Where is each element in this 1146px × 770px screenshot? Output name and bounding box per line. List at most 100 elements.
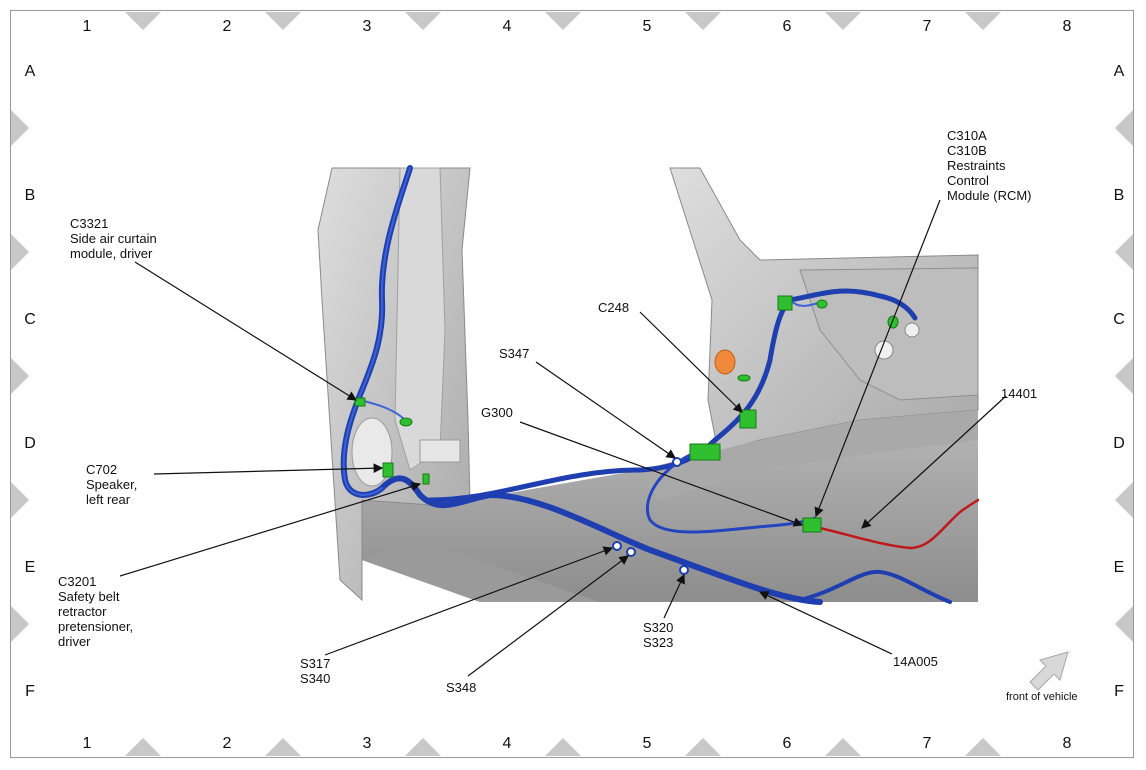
column-label: 1	[83, 735, 92, 752]
connector-c3321	[354, 397, 366, 407]
row-label: F	[25, 683, 35, 700]
callout-line: S347	[499, 346, 529, 361]
splice-markers	[612, 457, 689, 575]
callout-line: C702	[86, 462, 117, 477]
callout-line: Restraints	[947, 158, 1006, 173]
callout-line: module, driver	[70, 246, 153, 261]
callout-line: driver	[58, 634, 91, 649]
panel-hole	[904, 322, 920, 338]
callout-line: 14A005	[893, 654, 938, 669]
callout-s320: S320 S323	[643, 620, 673, 650]
callout-line: C3201	[58, 574, 96, 589]
splice-s347	[672, 457, 682, 467]
column-label: 3	[363, 735, 372, 752]
splice-s348	[626, 547, 636, 557]
connector-c702	[382, 462, 394, 478]
callout-line: Speaker,	[86, 477, 137, 492]
rear-panel-inner	[799, 267, 979, 401]
connector-c3201	[422, 473, 430, 485]
row-label: E	[1114, 559, 1125, 576]
row-label: C	[1113, 311, 1125, 328]
callout-line: S317	[300, 656, 330, 671]
leader-g300	[519, 421, 804, 527]
column-label: 5	[643, 18, 652, 35]
grid-row-labels-left: A B C D E F	[24, 63, 36, 700]
connector-rear-small	[816, 299, 828, 309]
grid-markers	[11, 12, 1133, 756]
callout-line: pretensioner,	[58, 619, 133, 634]
column-label: 8	[1063, 735, 1072, 752]
grid-row-labels-right: A B C D E F	[1113, 63, 1125, 700]
pillar-opening	[419, 439, 461, 463]
callout-14401: 14401	[1001, 386, 1037, 401]
leader-c3201	[119, 481, 422, 577]
callout-c248: C248	[598, 300, 629, 315]
leader-c3321	[134, 261, 358, 401]
callout-line: C310A	[947, 128, 987, 143]
callout-line: Side air curtain	[70, 231, 157, 246]
harness-pillar-highlight	[342, 167, 411, 496]
leader-c248	[639, 311, 743, 413]
leader-c310	[814, 199, 941, 518]
column-label: 6	[783, 18, 792, 35]
row-label: D	[24, 435, 36, 452]
connector-c3321-mate	[399, 417, 413, 427]
connector-c310	[802, 517, 822, 533]
connector-rear	[777, 295, 793, 311]
row-label: F	[1114, 683, 1124, 700]
leader-s348	[467, 555, 629, 677]
splice-s317	[612, 541, 622, 551]
callout-line: Safety belt	[58, 589, 120, 604]
connector-c248	[739, 409, 757, 429]
column-label: 5	[643, 735, 652, 752]
vehicle-body-illustration	[317, 167, 979, 602]
callout-s317: S317 S340	[300, 656, 330, 686]
callout-line: Control	[947, 173, 989, 188]
leader-14a005	[758, 591, 893, 655]
connector-lead	[737, 374, 751, 382]
column-label: 6	[783, 735, 792, 752]
column-label: 1	[83, 18, 92, 35]
callout-line: left rear	[86, 492, 131, 507]
callout-g300: G300	[481, 405, 513, 420]
callout-line: C310B	[947, 143, 987, 158]
leader-lines	[119, 199, 1007, 677]
row-label: E	[25, 559, 36, 576]
column-label: 7	[923, 735, 932, 752]
callout-line: G300	[481, 405, 513, 420]
harness-floor-right	[798, 569, 952, 604]
callout-14a005: 14A005	[893, 654, 938, 669]
connector-rear-small	[887, 315, 899, 329]
front-of-vehicle-indicator: front of vehicle	[1006, 651, 1078, 703]
grid-column-labels-bottom: 1 2 3 4 5 6 7 8	[83, 735, 1072, 752]
leader-c702	[153, 463, 384, 475]
column-label: 4	[503, 18, 512, 35]
column-label: 2	[223, 18, 232, 35]
row-label: B	[1114, 187, 1125, 204]
callout-s348: S348	[446, 680, 476, 695]
orange-component	[714, 349, 736, 375]
column-label: 3	[363, 18, 372, 35]
leader-14401	[861, 395, 1007, 529]
row-label: A	[25, 63, 36, 80]
leader-s317	[324, 546, 614, 656]
floor-lower	[362, 540, 600, 602]
callout-line: C3321	[70, 216, 108, 231]
leader-s347	[535, 361, 676, 459]
callout-line: retractor	[58, 604, 107, 619]
callout-line: C248	[598, 300, 629, 315]
red-wire	[818, 498, 980, 550]
callout-c310: C310A C310B Restraints Control Module (R…	[947, 128, 1032, 203]
leader-s320	[663, 573, 685, 619]
callout-c3321: C3321 Side air curtain module, driver	[70, 216, 157, 261]
grid-column-labels-top: 1 2 3 4 5 6 7 8	[83, 18, 1072, 35]
callout-c702: C702 Speaker, left rear	[86, 462, 137, 507]
row-label: B	[25, 187, 36, 204]
column-label: 2	[223, 735, 232, 752]
front-arrow-icon	[1029, 651, 1069, 691]
column-label: 7	[923, 18, 932, 35]
row-label: C	[24, 311, 36, 328]
connectors	[354, 295, 899, 533]
callout-line: S348	[446, 680, 476, 695]
